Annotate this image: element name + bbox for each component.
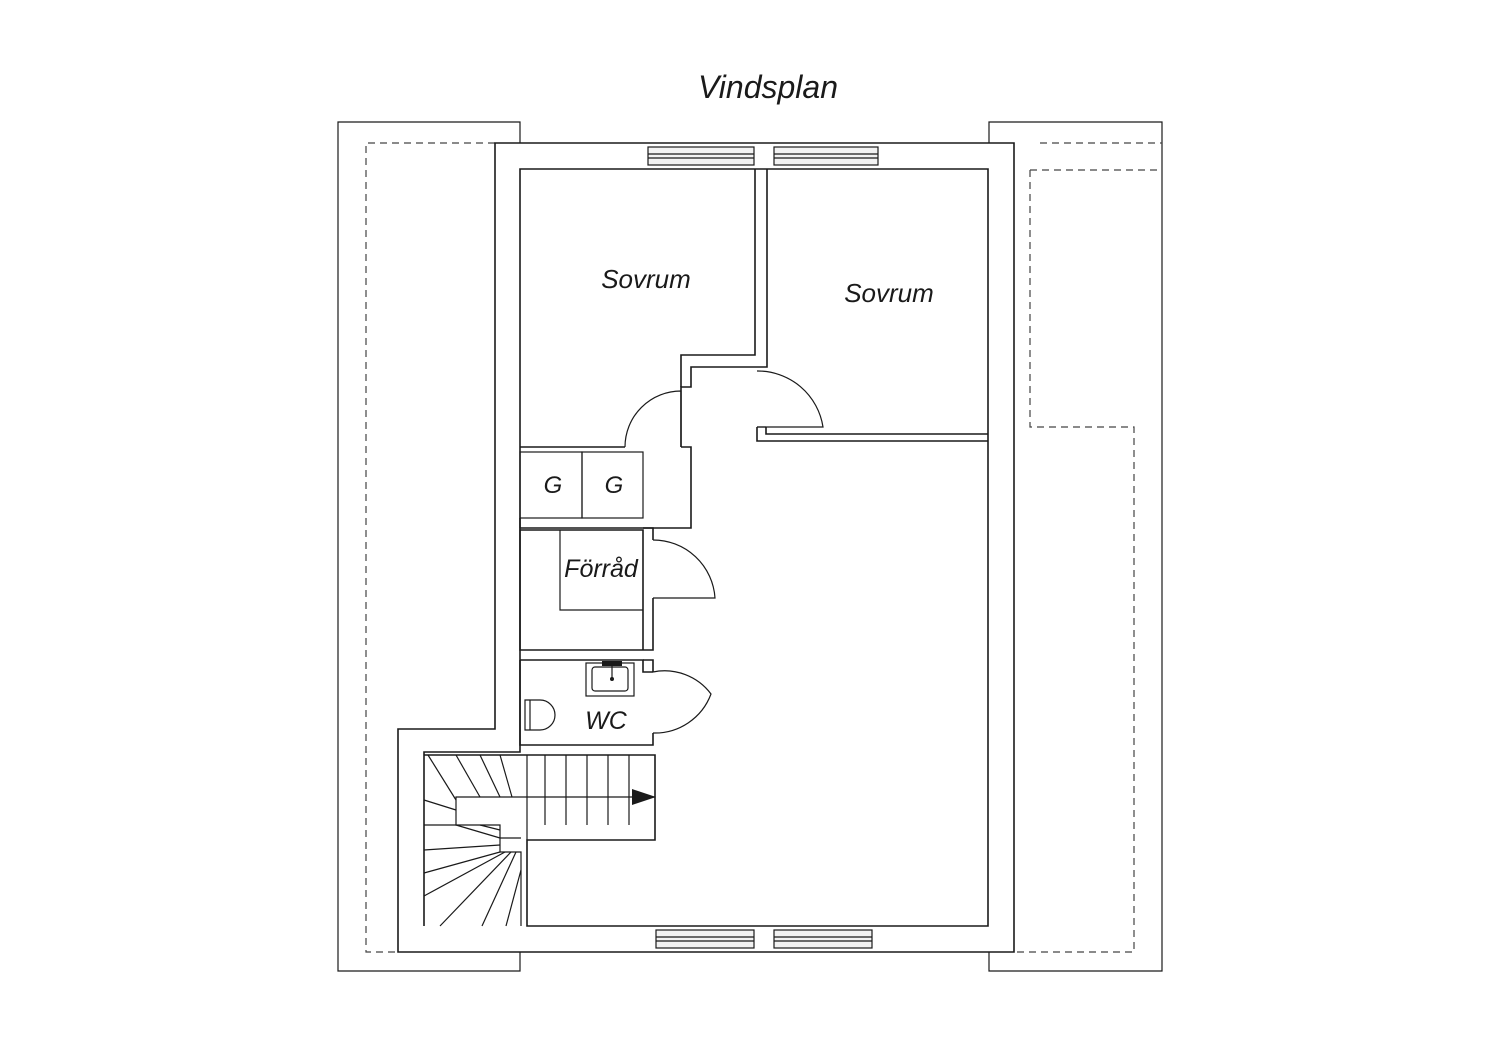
- label-wc: WC: [585, 707, 628, 735]
- toilet-icon: [524, 699, 556, 731]
- label-storage: Förråd: [564, 555, 639, 583]
- label-bedroom-left: Sovrum: [601, 264, 691, 294]
- door-right-bedroom: [756, 370, 824, 428]
- stair-direction-arrow: [632, 789, 656, 805]
- label-wardrobe-2: G: [605, 472, 624, 499]
- window-top-left: [647, 146, 755, 166]
- left-roof-outline: [337, 121, 521, 972]
- doors: [624, 370, 824, 734]
- window-bottom-right: [773, 929, 873, 949]
- staircase: [423, 754, 656, 927]
- wc-fixtures: [524, 661, 635, 731]
- window-bottom-left: [655, 929, 755, 949]
- label-wardrobe-1: G: [544, 472, 563, 499]
- door-storage: [652, 539, 716, 599]
- windows: [647, 146, 879, 949]
- window-top-right: [773, 146, 879, 166]
- room-labels: Sovrum Sovrum G G Förråd WC: [544, 264, 934, 735]
- door-wc: [652, 670, 712, 734]
- plan-title: Vindsplan: [698, 69, 838, 105]
- exterior-walls: [397, 142, 1015, 953]
- door-left-bedroom: [624, 390, 682, 448]
- interior-walls: [519, 169, 988, 746]
- right-roof-outline: [988, 121, 1163, 972]
- label-bedroom-right: Sovrum: [844, 278, 934, 308]
